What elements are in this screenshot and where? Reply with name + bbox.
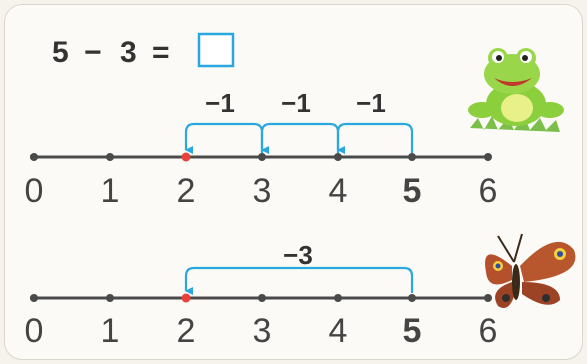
tick-label: 1: [101, 312, 120, 350]
equation-minuend: 5: [52, 36, 69, 69]
jump-arc-5-2: [186, 268, 412, 293]
tick-label-start: 5: [403, 172, 422, 210]
jump-label-3: −1: [356, 88, 386, 118]
tick-label: 2: [177, 312, 196, 350]
jump-arc-5-4: [338, 124, 412, 153]
jump-label-minus-3: −3: [283, 240, 313, 270]
tick-label-start: 5: [403, 312, 422, 350]
tick-label: 0: [25, 312, 44, 350]
jump-label-2: −1: [281, 88, 311, 118]
answer-box[interactable]: [199, 34, 233, 66]
equation: 5 − 3 =: [52, 34, 233, 69]
tick-label: 3: [253, 312, 272, 350]
target-dot-top: [182, 153, 191, 162]
target-dot-bottom: [182, 294, 191, 303]
tick-label: 6: [479, 312, 498, 350]
equation-subtrahend: 3: [120, 36, 137, 69]
equation-minus: −: [84, 36, 102, 69]
frog-icon: [468, 48, 564, 132]
tick-label: 2: [177, 172, 196, 210]
jump-arc-4-3: [262, 124, 338, 153]
number-line-top: 0 1 2 3 4 5 6: [25, 153, 498, 211]
tick-label: 6: [479, 172, 498, 210]
tick-label: 4: [329, 172, 348, 210]
tick-label: 1: [101, 172, 120, 210]
tick-label: 0: [25, 172, 44, 210]
tick-label: 3: [253, 172, 272, 210]
number-line-bottom: 0 1 2 3 4 5 6: [25, 294, 498, 351]
jump-label-1: −1: [205, 88, 235, 118]
equation-equals: =: [152, 36, 170, 69]
tick-label: 4: [329, 312, 348, 350]
butterfly-icon: [485, 234, 575, 308]
jump-arc-3-2: [186, 124, 262, 153]
